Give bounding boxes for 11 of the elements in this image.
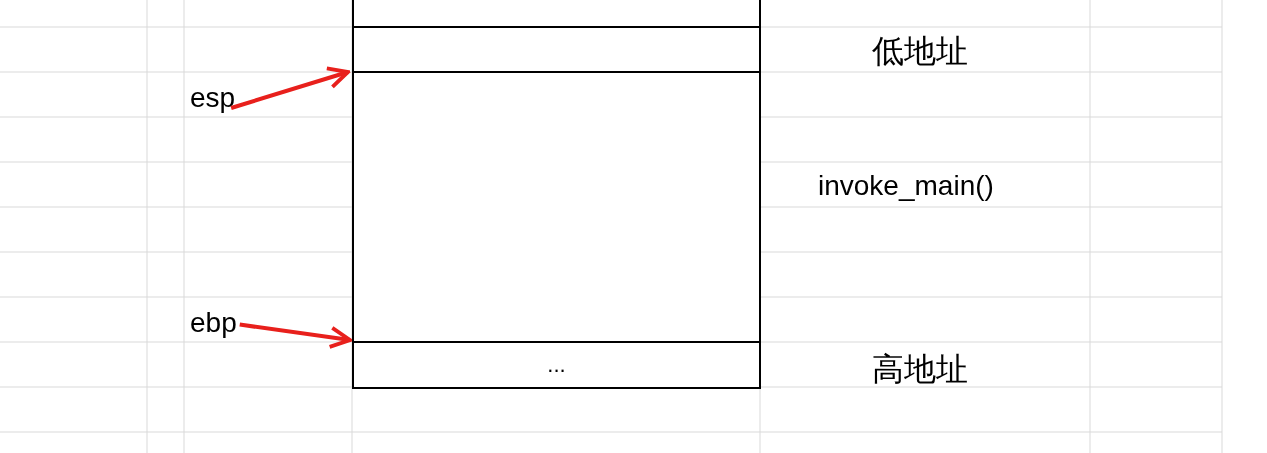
stack-frame	[352, 71, 761, 344]
function-label: invoke_main()	[818, 170, 994, 202]
address-label: 高地址	[872, 350, 968, 389]
address-label: 低地址	[872, 32, 968, 71]
arrow	[239, 322, 352, 349]
stack-cell	[352, 0, 761, 28]
register-label: esp	[190, 82, 236, 114]
stack-cell	[352, 26, 761, 74]
stack-cell: ...	[352, 341, 761, 389]
register-label: ebp	[190, 307, 237, 339]
arrow	[230, 66, 350, 110]
